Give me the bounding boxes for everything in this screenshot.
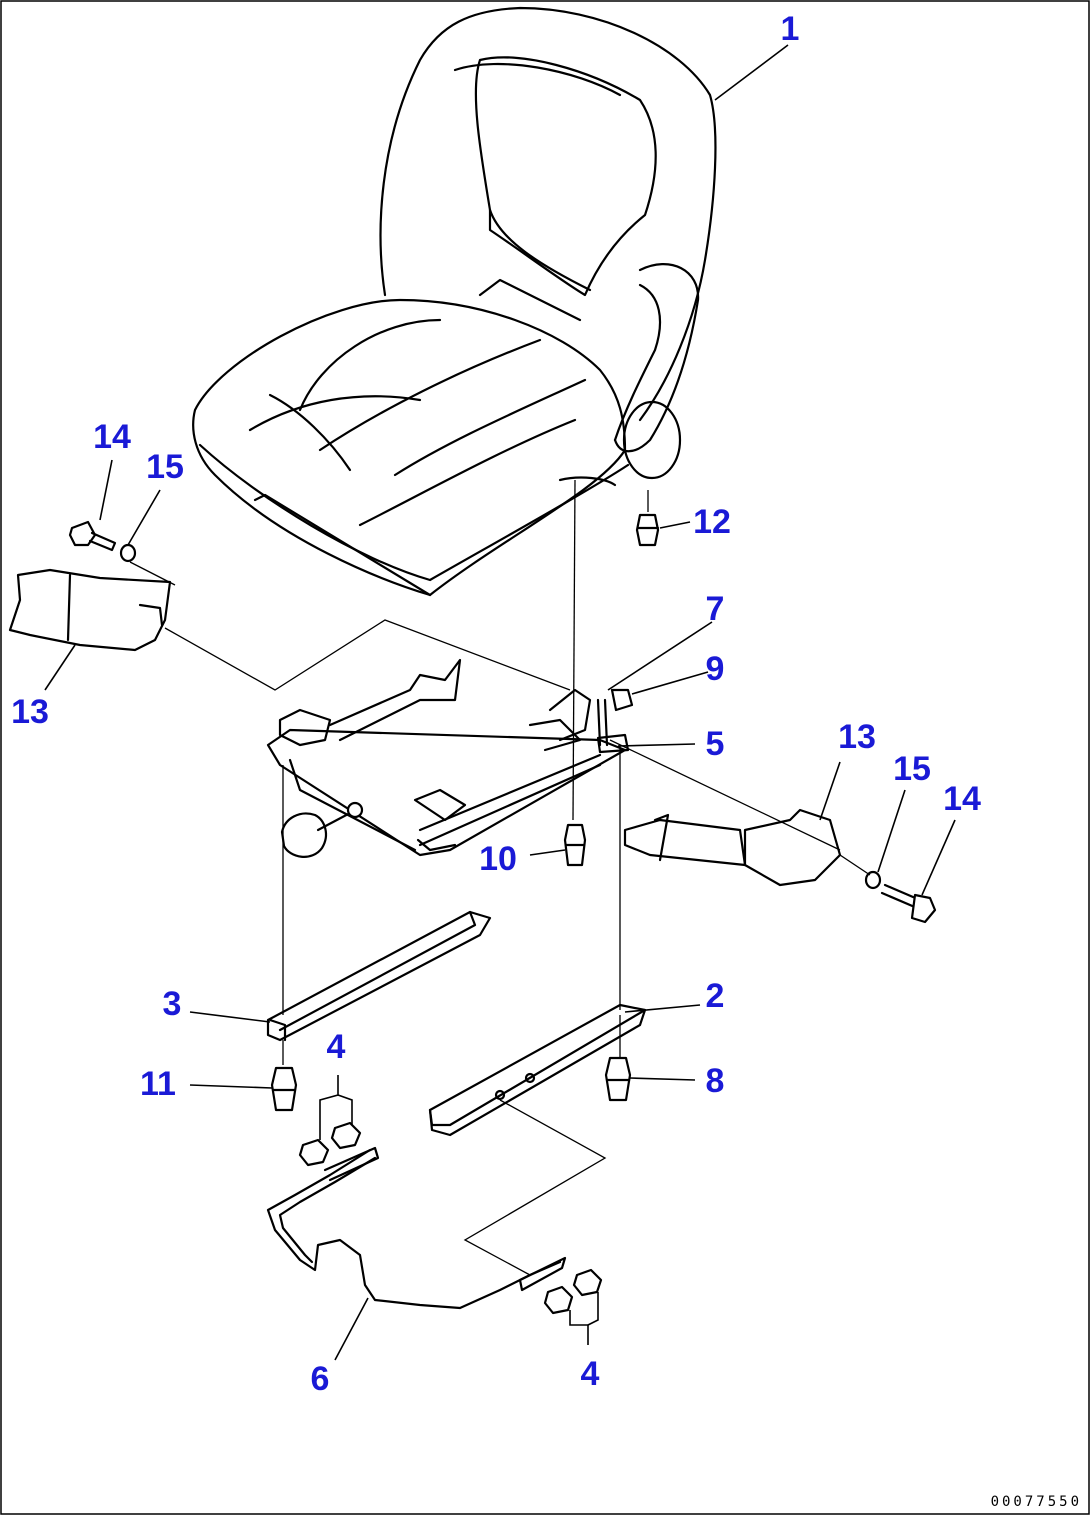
- nuts-4-lower: [543, 1268, 603, 1315]
- callout-7: 7: [706, 590, 725, 628]
- leader-lines: [44, 44, 956, 1361]
- left-rail-3: [266, 910, 492, 1042]
- callout-13-left: 13: [11, 693, 49, 731]
- seat-slide-frame: [266, 658, 627, 858]
- callout-4-lower: 4: [581, 1355, 600, 1393]
- adjust-lever: [596, 688, 634, 754]
- assembly-lines: [129, 479, 871, 1276]
- callout-9: 9: [706, 650, 725, 688]
- callout-2: 2: [706, 977, 725, 1015]
- left-cover-13: [8, 568, 172, 652]
- callout-4-upper: 4: [327, 1028, 346, 1066]
- nuts-4-upper: [298, 1121, 362, 1167]
- bolt-14-left: [68, 520, 117, 552]
- washer-15-right: [864, 870, 882, 890]
- bolt-14-right: [880, 883, 937, 924]
- cable-rod-6: [266, 1146, 567, 1310]
- seat-assembly: [192, 6, 717, 597]
- callout-8: 8: [706, 1062, 725, 1100]
- nut-8: [604, 1056, 632, 1102]
- callout-3: 3: [163, 985, 182, 1023]
- right-cover-13: [623, 808, 842, 887]
- nut-12: [635, 513, 660, 547]
- callout-12: 12: [693, 503, 731, 541]
- callout-14-left: 14: [93, 418, 131, 456]
- callout-14-right: 14: [943, 780, 981, 818]
- callout-1: 1: [781, 10, 800, 48]
- callout-6: 6: [311, 1360, 330, 1398]
- drawing-number: 00077550: [991, 1494, 1082, 1510]
- right-rail-2: [428, 1003, 647, 1137]
- callout-15-right: 15: [893, 750, 931, 788]
- callout-10: 10: [479, 840, 517, 878]
- callout-11: 11: [140, 1065, 176, 1103]
- nut-10: [563, 823, 587, 867]
- callout-13-right: 13: [838, 718, 876, 756]
- washer-15-left: [119, 543, 137, 563]
- nut-11: [270, 1066, 298, 1112]
- callout-5: 5: [706, 725, 725, 763]
- callout-15-left: 15: [146, 448, 184, 486]
- callout-labels: 1 14 15 12 13 7 9 5 13 15 14 10 3 2 4 11…: [11, 10, 981, 1398]
